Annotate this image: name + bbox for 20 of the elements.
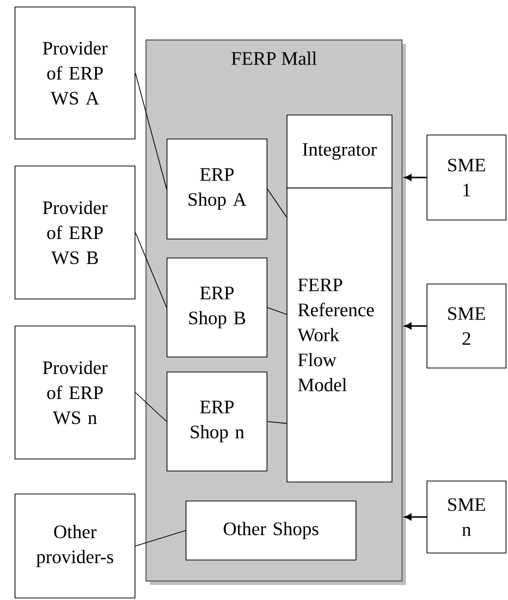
shop-box: Other Shops bbox=[186, 500, 356, 560]
arrow bbox=[404, 514, 427, 520]
provider-box: Provider of ERP WS B bbox=[14, 166, 136, 300]
connector-line bbox=[267, 421, 287, 424]
arrow bbox=[404, 174, 427, 181]
provider-box: Provider of ERP WS n bbox=[14, 326, 136, 460]
sme-box: SME 1 bbox=[426, 134, 506, 220]
sme-box: SME n bbox=[426, 480, 506, 554]
integrator-box: Integrator bbox=[286, 114, 392, 190]
arrow bbox=[404, 322, 427, 330]
connector-line bbox=[135, 392, 167, 422]
shop-box: ERP Shop n bbox=[166, 372, 268, 472]
shop-box: ERP Shop A bbox=[166, 138, 268, 240]
provider-box: Other provider-s bbox=[14, 494, 136, 598]
shop-box: ERP Shop B bbox=[166, 258, 268, 358]
connector-line bbox=[267, 188, 287, 218]
connector-line bbox=[267, 307, 287, 315]
provider-box: Provider of ERP WS A bbox=[14, 6, 136, 140]
connector-line bbox=[135, 530, 186, 546]
sme-box: SME 2 bbox=[426, 284, 506, 368]
